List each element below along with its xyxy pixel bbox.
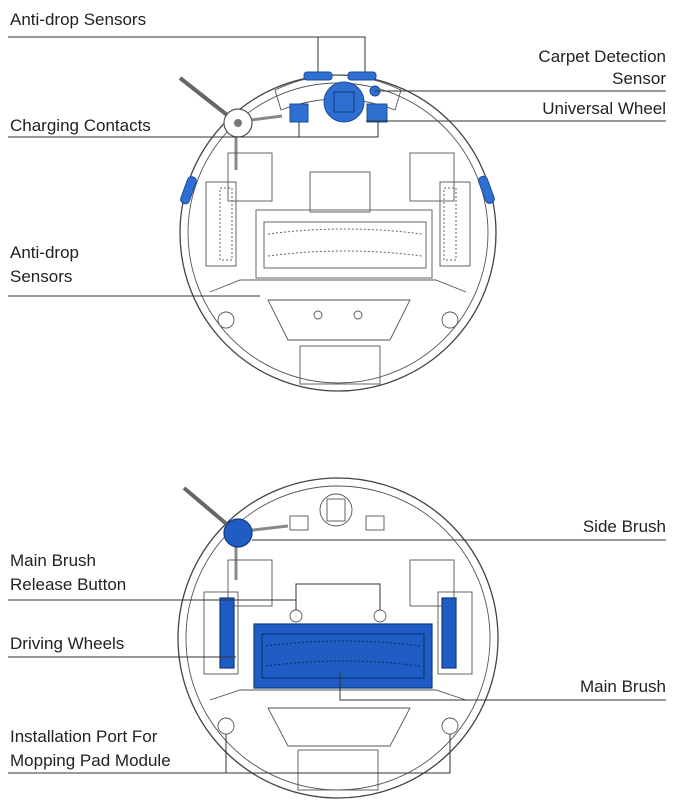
label-charging-contacts: Charging Contacts — [10, 116, 151, 135]
anti-drop-sensor-front-left — [303, 71, 333, 81]
label-carpet-detection-line2: Sensor — [612, 69, 666, 88]
label-carpet-detection-line1: Carpet Detection — [538, 47, 666, 66]
charging-contact-right — [366, 103, 388, 123]
label-anti-drop-sensors-top: Anti-drop Sensors — [10, 10, 146, 29]
label-driving-wheels: Driving Wheels — [10, 634, 124, 653]
left-wheel-top — [205, 181, 237, 267]
charging-contact-left — [289, 103, 309, 123]
driving-wheel-left — [219, 597, 235, 669]
anti-drop-sensor-front-right — [347, 71, 377, 81]
right-wheel-top — [439, 181, 471, 267]
driving-wheel-right — [441, 597, 457, 669]
anti-drop-sensor-left — [180, 176, 197, 205]
side-brush — [182, 486, 289, 580]
label-main-brush: Main Brush — [580, 677, 666, 696]
label-anti-drop-side-line1: Anti-drop — [10, 243, 79, 262]
main-brush-top — [255, 209, 433, 279]
main-brush — [253, 623, 433, 689]
bottom-annotations: Side Brush Main Brush Release Button Dri… — [8, 517, 666, 774]
anti-drop-sensor-right — [478, 175, 495, 204]
top-robot-illustration — [178, 71, 497, 392]
label-mopping-port-line2: Mopping Pad Module — [10, 751, 171, 770]
top-annotations: Anti-drop Sensors Carpet Detection Senso… — [8, 10, 666, 297]
label-mopping-port-line1: Installation Port For — [10, 727, 158, 746]
label-anti-drop-side-line2: Sensors — [10, 267, 72, 286]
label-side-brush: Side Brush — [583, 517, 666, 536]
bottom-robot-illustration — [177, 477, 499, 799]
label-release-line2: Release Button — [10, 575, 126, 594]
universal-wheel — [323, 81, 365, 123]
label-release-line1: Main Brush — [10, 551, 96, 570]
label-universal-wheel: Universal Wheel — [542, 99, 666, 118]
